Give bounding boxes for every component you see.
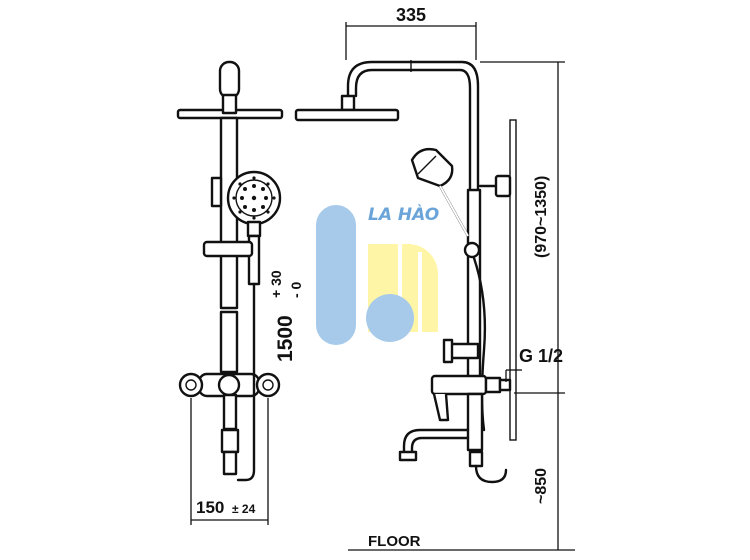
tub-spout-inner xyxy=(410,436,470,458)
tub-spout-outer xyxy=(402,428,470,458)
handle-fill xyxy=(439,185,469,237)
thread-label: G 1/2 xyxy=(519,346,563,366)
slider-holder-side xyxy=(463,241,481,259)
watermark-text: LA HÀO xyxy=(368,203,439,225)
shower-face xyxy=(417,155,437,175)
side-column xyxy=(466,188,482,392)
floor-label: FLOOR xyxy=(368,533,421,550)
inlet-nut xyxy=(498,378,512,392)
top-arm-inner xyxy=(354,68,472,192)
top-cap xyxy=(218,60,241,100)
tub-spout xyxy=(220,428,240,454)
inlet-height: ~850 xyxy=(533,468,550,504)
hose-loop xyxy=(474,464,508,484)
hand-shower-side xyxy=(410,147,454,188)
lower-column xyxy=(219,310,239,374)
diverter-side xyxy=(448,342,480,360)
hand-shower-ring xyxy=(235,179,273,217)
diverter-knob xyxy=(217,373,241,397)
logo-blue-bar xyxy=(316,205,356,345)
width-label: 335 xyxy=(396,5,426,25)
logo-blue-circle xyxy=(366,294,414,342)
rain-head-side xyxy=(294,108,400,122)
slide-holder xyxy=(202,240,254,258)
bracket xyxy=(210,176,223,208)
wall-plate xyxy=(509,119,517,441)
spout-tip xyxy=(398,450,418,462)
head-joint xyxy=(221,93,238,115)
height-label: 1500 xyxy=(274,315,297,362)
side-view: 335 (970~1350) ~850 G 1/2 FLOOR xyxy=(294,5,575,551)
right-inlet xyxy=(262,379,274,391)
watermark-logo: LA HÀO xyxy=(316,203,439,345)
diverter-knob-side xyxy=(442,338,454,364)
lower-body-side xyxy=(466,392,484,452)
right-escutcheon xyxy=(255,372,281,398)
left-inlet xyxy=(185,379,197,391)
spacing-label: 150 xyxy=(196,498,224,517)
top-arm-outer xyxy=(346,60,480,192)
left-escutcheon xyxy=(178,372,204,398)
spray-nozzles xyxy=(232,176,276,220)
hand-shower-handle xyxy=(246,220,262,238)
height-range: (970~1350) xyxy=(533,176,550,258)
hose-connector-side xyxy=(468,450,484,468)
front-view: 150 ± 24 1500 + 30 - 0 xyxy=(176,60,304,525)
spout-outlet xyxy=(222,450,238,476)
wall-bracket xyxy=(494,174,512,198)
mixer-lever-side xyxy=(432,393,450,422)
height-tol-plus: + 30 xyxy=(268,270,284,298)
height-tol-minus: - 0 xyxy=(288,281,304,298)
spacing-tolerance: ± 24 xyxy=(232,502,256,516)
head-connector xyxy=(340,94,356,112)
shower-hose xyxy=(236,282,256,482)
mixer-lever xyxy=(222,393,238,431)
mixer-body-side xyxy=(430,374,488,396)
mixer-connector xyxy=(484,376,502,394)
